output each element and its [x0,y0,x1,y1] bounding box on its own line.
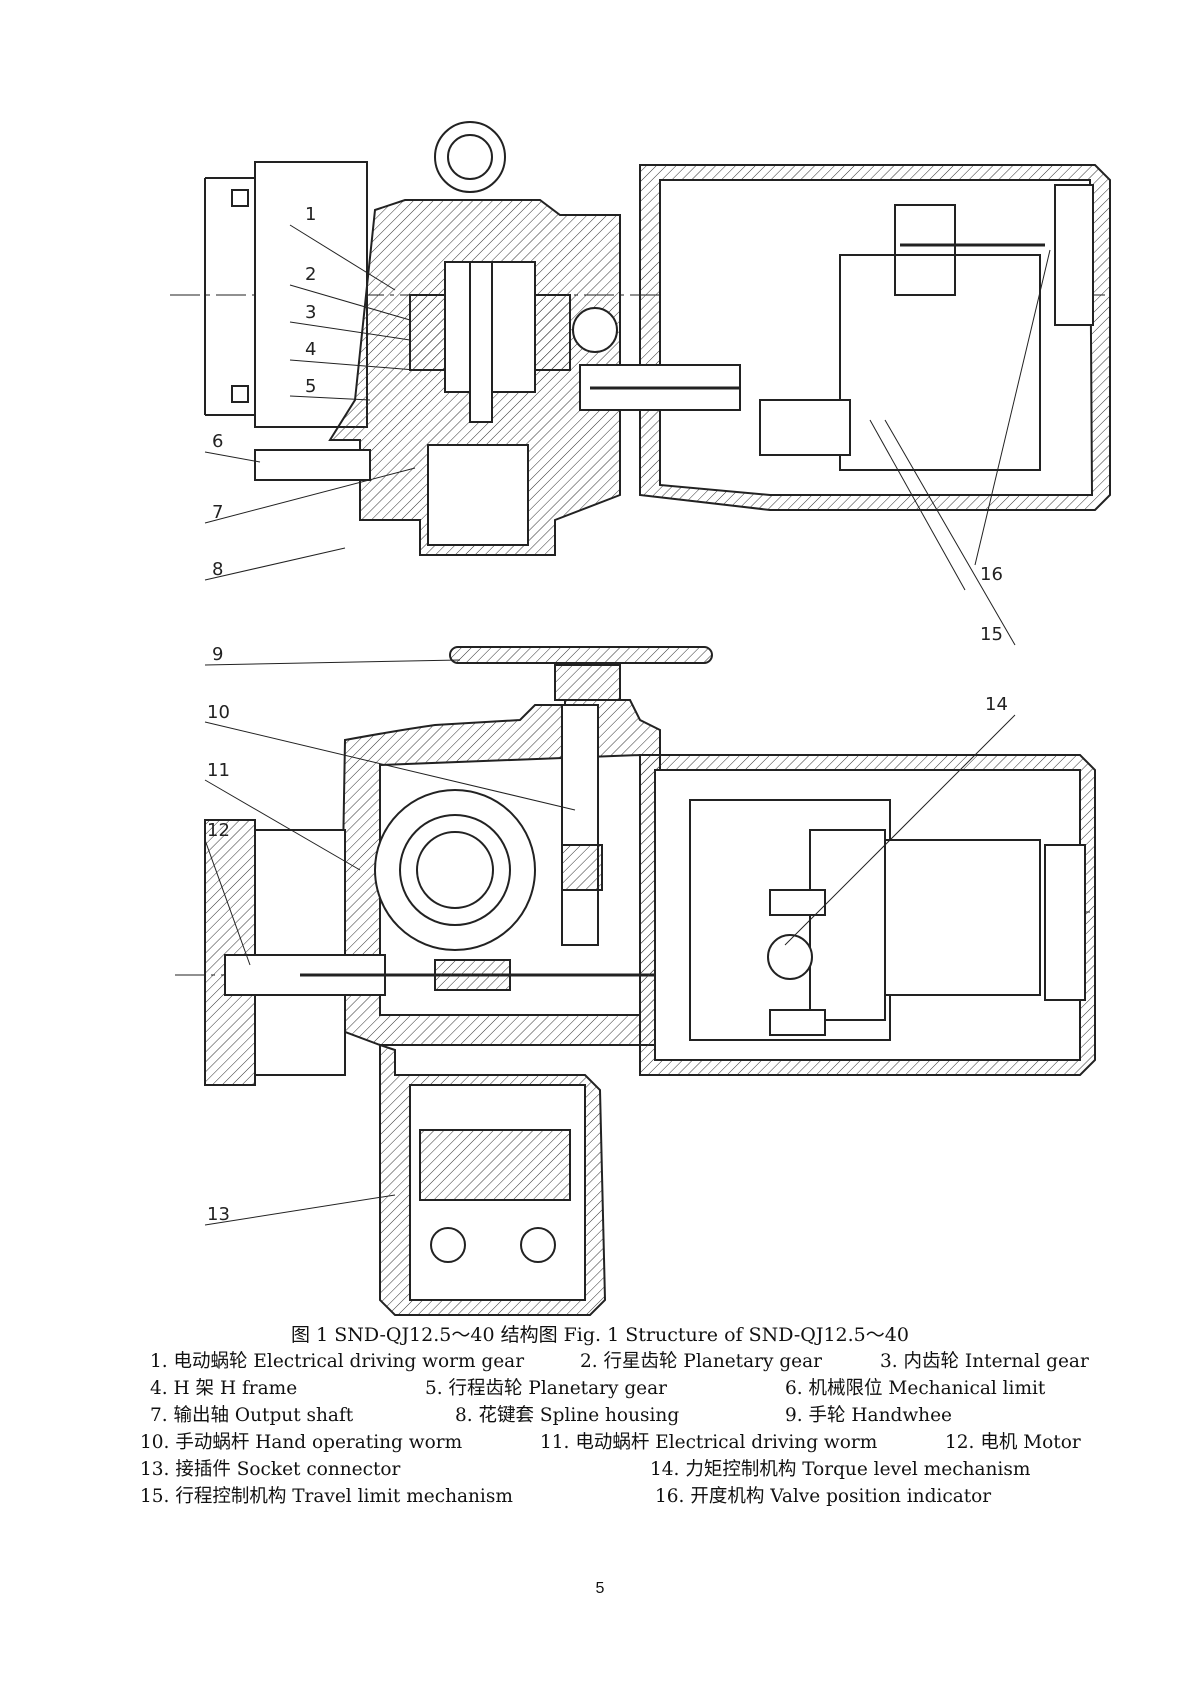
legend-item-13: 13. 接插件 Socket connector [140,1459,401,1480]
legend-item-14: 14. 力矩控制机构 Torque level mechanism [650,1459,1031,1480]
legend-item-7: 7. 输出轴 Output shaft [150,1405,354,1426]
legend-item-15: 15. 行程控制机构 Travel limit mechanism [140,1486,513,1507]
callout-2: 2 [305,264,316,285]
legend-item-10: 10. 手动蜗杆 Hand operating worm [140,1432,463,1453]
page-number: 5 [595,1580,605,1597]
legend-row: 1. 电动蜗轮 Electrical driving worm gear 2. … [0,1348,1200,1375]
legend-item-4: 4. H 架 H frame [150,1378,298,1399]
callout-8: 8 [212,559,223,580]
parts-legend: 1. 电动蜗轮 Electrical driving worm gear 2. … [0,1348,1200,1510]
legend-row: 4. H 架 H frame 5. 行程齿轮 Planetary gear 6.… [0,1375,1200,1402]
callout-4: 4 [305,339,316,360]
callout-14: 14 [985,694,1008,715]
callout-5: 5 [305,376,316,397]
structure-drawing: 1 2 3 4 5 6 7 8 16 15 [170,121,1111,1316]
callout-3: 3 [305,302,316,323]
callout-13: 13 [207,1204,230,1225]
legend-item-2: 2. 行星齿轮 Planetary gear [580,1351,822,1372]
callout-1: 1 [305,204,316,225]
legend-item-16: 16. 开度机构 Valve position indicator [655,1486,992,1507]
callout-10: 10 [207,702,230,723]
callout-11: 11 [207,760,230,781]
legend-item-5: 5. 行程齿轮 Planetary gear [425,1378,667,1399]
figure-caption: 图 1 SND-QJ12.5～40 结构图 Fig. 1 Structure o… [291,1324,909,1346]
callout-15: 15 [980,624,1003,645]
legend-row: 10. 手动蜗杆 Hand operating worm 11. 电动蜗杆 El… [0,1429,1200,1456]
legend-item-11: 11. 电动蜗杆 Electrical driving worm [540,1432,878,1453]
legend-row: 13. 接插件 Socket connector 14. 力矩控制机构 Torq… [0,1456,1200,1483]
legend-row: 7. 输出轴 Output shaft 8. 花键套 Spline housin… [0,1402,1200,1429]
legend-row: 15. 行程控制机构 Travel limit mechanism 16. 开度… [0,1483,1200,1510]
callout-16: 16 [980,564,1003,585]
lower-sectional-view [175,646,1096,1316]
upper-sectional-view [170,121,1111,646]
legend-item-3: 3. 内齿轮 Internal gear [880,1351,1089,1372]
upper-callout-labels: 1 2 3 4 5 6 7 8 16 15 [212,204,1003,645]
callout-6: 6 [212,431,223,452]
lower-callout-labels: 9 10 11 12 13 14 [207,644,1008,1225]
callout-12: 12 [207,820,230,841]
legend-item-1: 1. 电动蜗轮 Electrical driving worm gear [150,1351,525,1372]
legend-item-12: 12. 电机 Motor [945,1432,1081,1453]
callout-7: 7 [212,502,223,523]
legend-item-8: 8. 花键套 Spline housing [455,1405,680,1426]
callout-9: 9 [212,644,223,665]
legend-item-9: 9. 手轮 Handwhee [785,1405,952,1426]
legend-item-6: 6. 机械限位 Mechanical limit [785,1378,1046,1399]
